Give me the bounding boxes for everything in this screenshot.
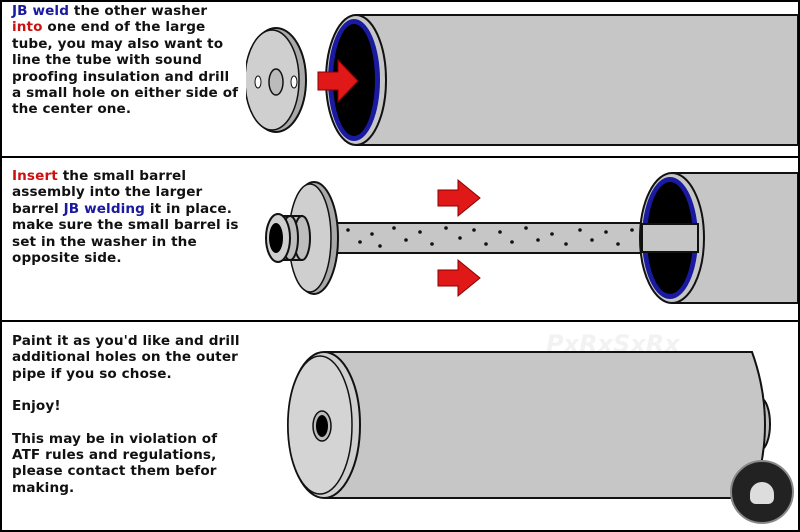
step-3-paragraph-1: Paint it as you'd like and drill additio…: [12, 333, 240, 382]
step-3-paragraph-2: Enjoy!: [12, 398, 61, 415]
step-3-paragraph-3: This may be in violation of ATF rules an…: [12, 430, 218, 496]
red-arrow-icon: [437, 258, 481, 298]
step-2-insert: Insert: [12, 168, 58, 184]
washer: [246, 27, 307, 133]
step-2-jbwelding: JB welding: [63, 200, 146, 217]
step-2-part4: it in place. make sure the small barrel …: [12, 200, 239, 267]
step-2-row: Insert the small barrel assembly into th…: [2, 158, 798, 320]
step-1-row: JB weld the other washer into one end of…: [2, 2, 798, 156]
step-1-illustration: [246, 2, 798, 156]
finished-suppressor: [287, 351, 771, 499]
step-1-part2: the other washer: [69, 3, 208, 19]
step-2-text: Insert the small barrel assembly into th…: [2, 158, 242, 320]
step-3-text: Paint it as you'd like and drill additio…: [2, 322, 242, 530]
red-arrow-icon: [437, 178, 481, 218]
step-1-jbweld: JB weld: [12, 3, 70, 19]
step-3-row: Paint it as you'd like and drill additio…: [2, 322, 798, 530]
step-2-illustration: [246, 158, 798, 320]
step-1-text: JB weld the other washer into one end of…: [2, 2, 242, 156]
step-2-part2: the small barrel assembly into the large…: [12, 168, 203, 217]
large-tube: [325, 14, 798, 146]
large-tube-end: [639, 172, 798, 304]
skull-logo-badge: [730, 460, 794, 524]
step-1-into: into: [12, 19, 43, 36]
step-1-part4: one end of the large tube, you may also …: [12, 19, 239, 118]
step-3-illustration: PxRxSxRx: [246, 322, 798, 530]
barrel-end-cap: [265, 213, 311, 263]
red-arrow-icon: [317, 58, 359, 104]
skull-icon: [750, 482, 774, 504]
